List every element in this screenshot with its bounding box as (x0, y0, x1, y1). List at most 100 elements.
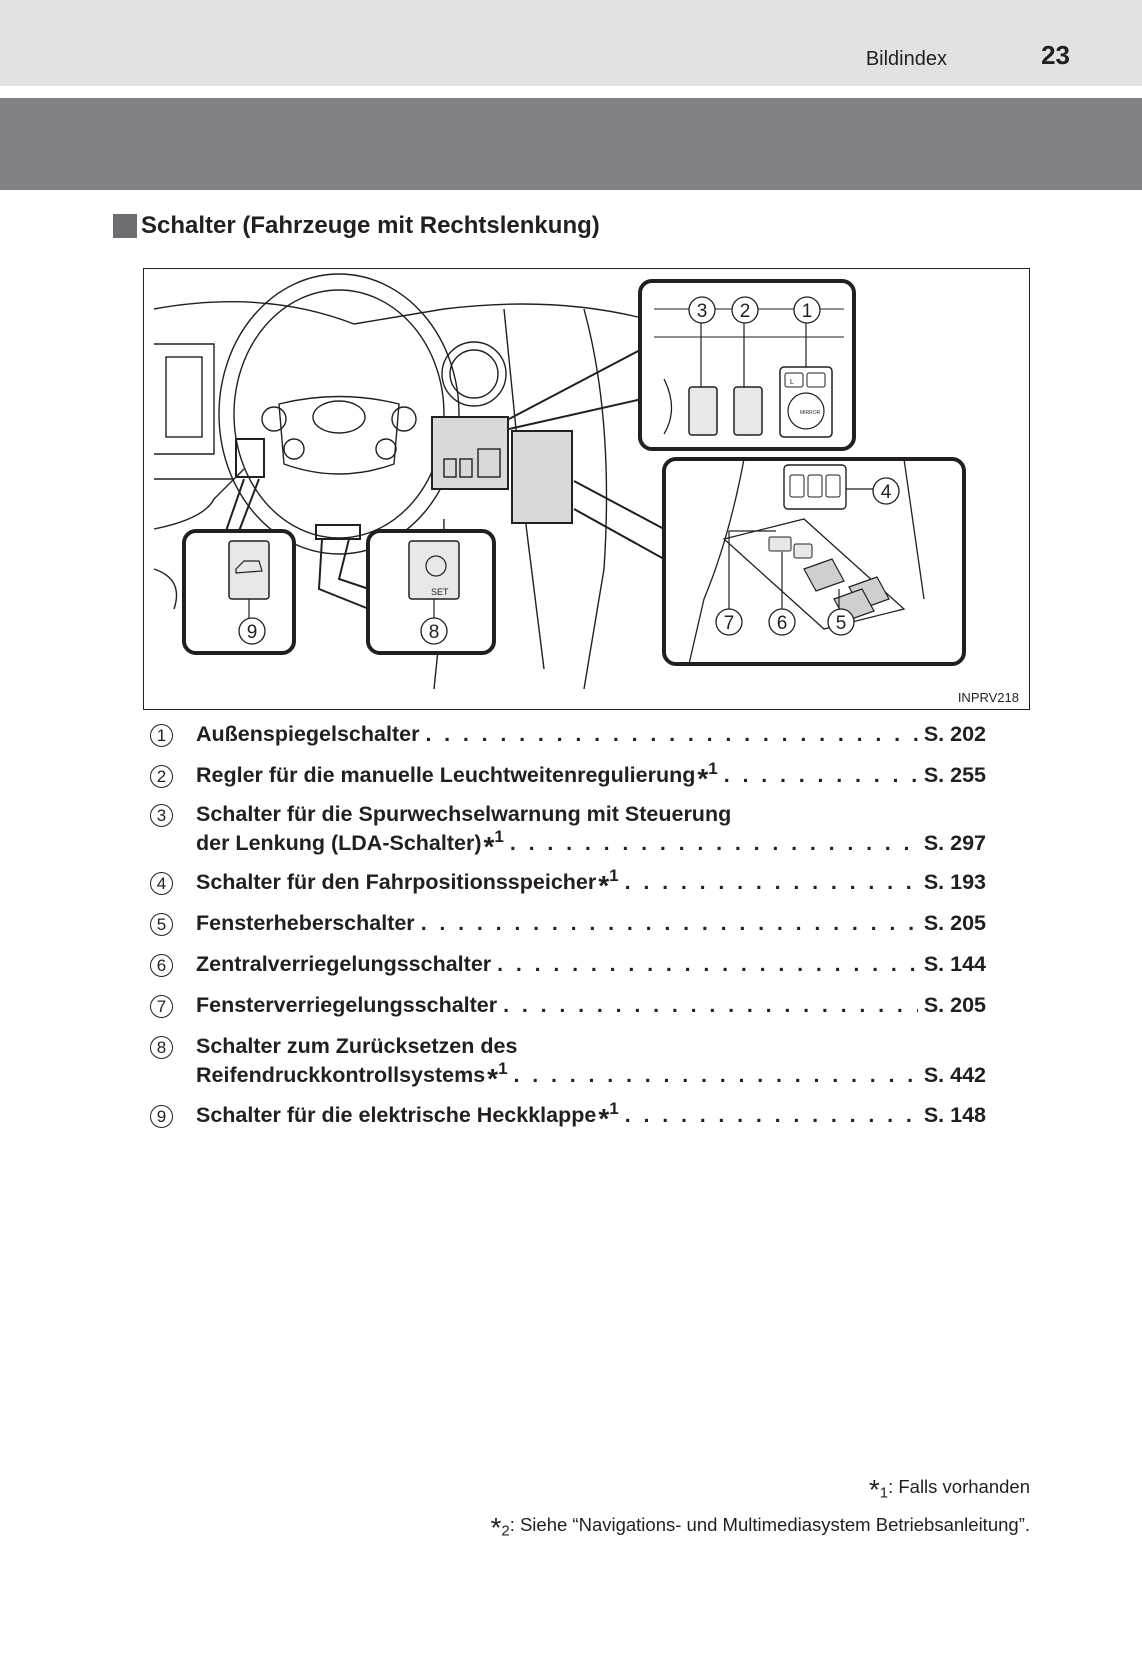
item-number: 6 (150, 954, 173, 977)
mirror-switch-location (431, 416, 509, 490)
item-number: 1 (150, 724, 173, 747)
callout-6-circle (768, 608, 796, 636)
section-heading: Schalter (Fahrzeuge mit Rechtslenkung) (113, 212, 600, 240)
item-number: 8 (150, 1036, 173, 1059)
footnote-mark: 2 (501, 1522, 510, 1540)
item-page-ref[interactable]: S. 255 (923, 763, 986, 787)
callout-5: 5 (836, 613, 847, 634)
footnote-text: : Siehe “Navigations- und Multimediasyst… (509, 1514, 1030, 1535)
footnote-star-icon: * (490, 1512, 502, 1543)
footnote-ref: 1 (609, 1098, 619, 1118)
callout-9-circle (238, 617, 266, 645)
steering-emblem (312, 400, 366, 434)
callout-8-circle (420, 617, 448, 645)
item-label: Schalter für die Spurwechselwarnung mit … (196, 802, 732, 826)
leader-dots (510, 831, 918, 856)
callout-2-circle (731, 296, 759, 324)
item-page-ref[interactable]: S. 205 (923, 993, 986, 1017)
item-page-ref[interactable]: S. 202 (923, 722, 986, 746)
callout-9: 9 (247, 622, 258, 643)
item-page-ref[interactable]: S. 193 (923, 870, 986, 894)
mirror-label: MIRROR (800, 410, 821, 416)
item-number: 7 (150, 995, 173, 1018)
footnote-ref: 1 (494, 826, 504, 846)
chapter-band (0, 98, 1142, 190)
item-label-cont: der Lenkung (LDA-Schalter) (196, 831, 482, 855)
footnote-star-icon: * (487, 1063, 499, 1094)
inset-door-switches (662, 457, 966, 666)
callout-4: 4 (881, 482, 892, 503)
callout-3: 3 (697, 301, 708, 322)
item-label: Fensterheberschalter (196, 911, 415, 935)
item-page-ref[interactable]: S. 205 (923, 911, 986, 935)
tpms-switch-location (315, 524, 361, 540)
leader-dots (625, 1103, 918, 1128)
lda-switch-location (235, 438, 265, 478)
footnote-star-icon: * (598, 1103, 610, 1134)
heading-marker-icon (113, 214, 137, 238)
instrument-gauge (441, 341, 507, 407)
tpms-set-label: SET (431, 587, 449, 597)
callout-4-circle (872, 477, 900, 505)
section-name: Bildindex (865, 48, 947, 70)
item-page-ref[interactable]: S. 297 (923, 831, 986, 855)
callout-8: 8 (429, 622, 440, 643)
item-label-cont: Reifendruckkontrollsystems (196, 1063, 486, 1087)
mirror-left-label: L (790, 379, 794, 386)
footnote-star-icon: * (598, 870, 610, 901)
left-vent (154, 343, 215, 455)
callout-7-circle (715, 608, 743, 636)
steering-hub (278, 395, 400, 475)
leader-dots (425, 722, 917, 747)
heading-text: Schalter (Fahrzeuge mit Rechtslenkung) (141, 212, 600, 239)
dashboard-drawing: L MIRROR (153, 273, 966, 690)
footnote-text: : Falls vorhanden (888, 1476, 1030, 1497)
footnote-ref: 1 (498, 1058, 508, 1078)
item-page-ref[interactable]: S. 144 (923, 952, 986, 976)
item-label: Regler für die manuelle Leuchtweitenregu… (196, 763, 696, 787)
leader-dots (497, 952, 918, 977)
item-label: Fensterverriegelungsschalter (196, 993, 498, 1017)
callout-7: 7 (724, 613, 735, 634)
item-label: Schalter zum Zurücksetzen des (196, 1034, 518, 1058)
inset-tailgate-switch (182, 529, 296, 655)
dashboard-top-line (153, 301, 665, 325)
page-number: 23 (1041, 40, 1070, 70)
callout-2: 2 (740, 301, 751, 322)
leader-dots (625, 870, 918, 895)
item-number: 5 (150, 913, 173, 936)
item-number: 3 (150, 804, 173, 827)
footnote-mark: 1 (879, 1484, 889, 1502)
callout-5-circle (827, 608, 855, 636)
inset-mirror-switches (638, 279, 856, 451)
leader-dots (503, 993, 918, 1018)
header-band (0, 0, 1142, 86)
leader-dots (724, 763, 918, 788)
inset-tpms-switch (366, 529, 496, 655)
item-number: 2 (150, 765, 173, 788)
figure-code: INPRV218 (957, 690, 1019, 705)
switch-illustration: L MIRROR (143, 268, 1030, 710)
footnote-2: *2: Siehe “Navigations- und Multimediasy… (490, 1512, 1030, 1544)
footnote-ref: 1 (708, 758, 718, 778)
callout-1-circle (793, 296, 821, 324)
item-number: 4 (150, 872, 173, 895)
callout-3-circle (688, 296, 716, 324)
item-label: Zentralverriegelungsschalter (196, 952, 492, 976)
leader-dots (421, 911, 918, 936)
footnote-star-icon: * (697, 763, 709, 794)
item-number: 9 (150, 1105, 173, 1128)
callout-1: 1 (802, 301, 813, 322)
leader-dots (514, 1063, 918, 1088)
door-switch-location (511, 430, 573, 524)
item-label: Schalter für den Fahrpositionsspeicher (196, 870, 597, 894)
item-label: Schalter für die elektrische Heckklappe (196, 1103, 597, 1127)
item-page-ref[interactable]: S. 148 (923, 1103, 986, 1127)
left-vent-slot (165, 356, 203, 438)
item-label: Außenspiegelschalter (196, 722, 420, 746)
item-page-ref[interactable]: S. 442 (923, 1063, 986, 1087)
dash-lower-line (153, 468, 245, 530)
callout-markers (238, 296, 900, 645)
callout-6: 6 (777, 613, 788, 634)
steering-wheel-rim (218, 273, 460, 555)
